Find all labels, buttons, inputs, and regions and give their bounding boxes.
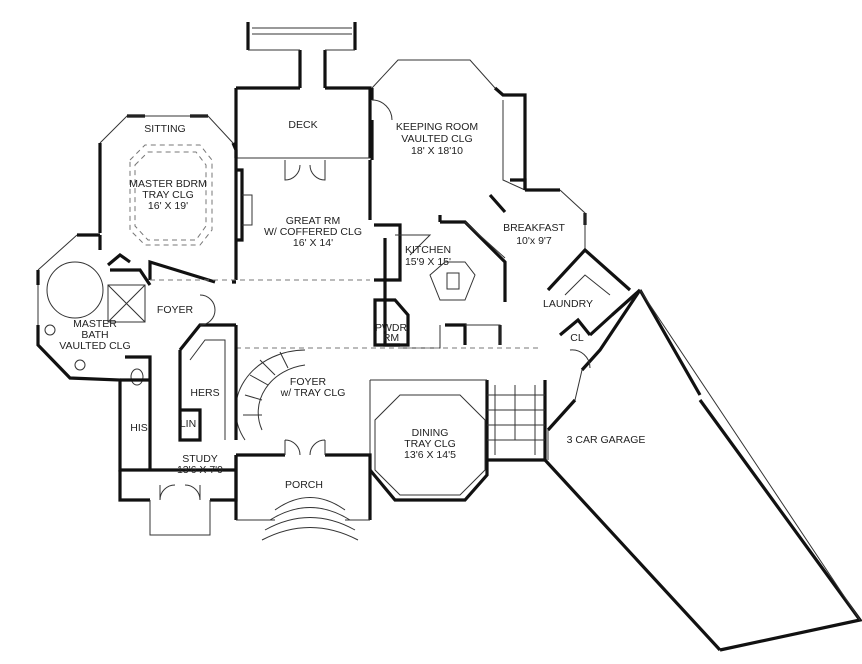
tray-ceiling [129,144,213,246]
garage-walls [543,289,862,652]
keeping-room-walls [370,86,527,190]
room-label-laundry: LAUNDRY [543,298,593,310]
room-label-dining: DINING [412,427,449,439]
room-label-master-bath-2: BATH [81,329,108,341]
room-label-sitting: SITTING [144,123,185,135]
room-label-his: HIS [130,422,148,434]
room-label-closet: CL [570,332,584,344]
room-label-breakfast-size: 10'x 9'7 [516,235,552,247]
room-label-hers: HERS [190,387,219,399]
room-label-great-rm-size: 16' X 14' [293,237,333,249]
room-label-keeping-room-ceiling: VAULTED CLG [401,133,472,145]
room-label-master-bath-ceiling: VAULTED CLG [59,340,130,352]
room-label-dining-ceiling: TRAY CLG [404,438,456,450]
room-label-foyer-ceiling: w/ TRAY CLG [280,387,346,399]
room-label-dining-size: 13'6 X 14'5 [404,449,456,461]
laundry-walls [546,247,642,337]
room-label-study: STUDY [182,453,218,465]
master-bath-walls [36,233,236,472]
study-walls [118,455,238,502]
room-label-pwdr-2: RM [383,332,399,344]
room-label-kitchen: KITCHEN [405,244,451,256]
room-label-master-bdrm-ceiling: TRAY CLG [142,189,194,201]
room-label-lin: LIN [180,418,196,430]
room-label-study-size: 13'6 X 7'9 [177,464,223,476]
room-label-pwdr: PWDR [375,322,407,334]
room-label-master-bdrm-size: 16' X 19' [148,200,188,212]
room-label-master-bath: MASTER [73,318,117,330]
room-label-kitchen-size: 15'9 X 15' [405,256,451,268]
porch-walls [234,453,372,520]
rear-stairs [246,22,357,88]
room-label-master-bdrm: MASTER BDRM [129,178,207,190]
room-label-foyer-small: FOYER [157,304,194,316]
curved-stair [235,349,306,441]
room-label-breakfast: BREAKFAST [503,222,565,234]
room-label-great-rm-ceiling: W/ COFFERED CLG [264,226,362,238]
room-label-garage: 3 CAR GARAGE [567,434,646,446]
room-label-keeping-room: KEEPING ROOM [396,121,478,133]
room-label-keeping-room-size: 18' X 18'10 [411,145,463,157]
room-label-great-rm: GREAT RM [286,215,340,227]
room-label-foyer: FOYER [290,376,327,388]
garage-stairs [485,380,547,462]
room-label-porch: PORCH [285,479,323,491]
room-label-deck: DECK [288,119,317,131]
